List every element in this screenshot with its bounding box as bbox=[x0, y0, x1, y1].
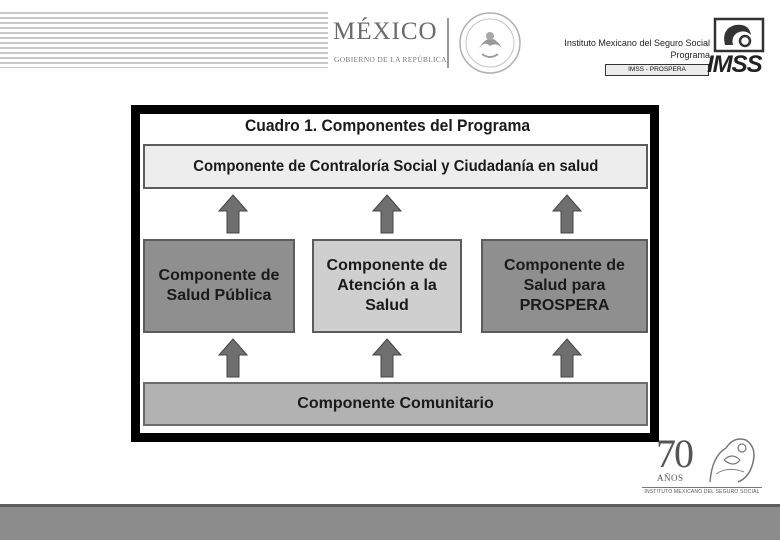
national-seal-icon bbox=[459, 12, 521, 74]
health-care-line-2: Atención a la bbox=[337, 277, 437, 294]
mexico-logo-subtitle: GOBIERNO DE LA REPÚBLICA bbox=[334, 55, 447, 64]
anniversary-number: 70 bbox=[656, 431, 694, 476]
anniversary-divider bbox=[642, 487, 762, 488]
community-component-box: Componente Comunitario bbox=[143, 382, 648, 426]
logo-divider bbox=[447, 18, 449, 68]
arrow-up-icon bbox=[372, 194, 402, 234]
figure-title: Cuadro 1. Componentes del Programa bbox=[245, 116, 531, 135]
health-care-line-1: Componente de bbox=[326, 257, 448, 274]
anniversary-years: AÑOS bbox=[657, 473, 684, 483]
public-health-component-box: Componente de Salud Pública bbox=[143, 239, 295, 333]
figure-canvas: Cuadro 1. Componentes del Programa Compo… bbox=[140, 114, 650, 433]
imss-logo: IMSS bbox=[705, 17, 769, 78]
institution-name: Instituto Mexicano del Seguro Social Pro… bbox=[564, 37, 710, 61]
imss-emblem-icon bbox=[713, 17, 765, 53]
mexico-logo-word: MÉXICO bbox=[333, 18, 438, 45]
program-badge: IMSS - PROSPERA bbox=[605, 64, 709, 76]
social-comptroller-component-box: Componente de Contraloría Social y Ciuda… bbox=[143, 144, 648, 189]
institution-line-2: Programa bbox=[670, 50, 710, 60]
program-components-figure: Cuadro 1. Componentes del Programa Compo… bbox=[131, 105, 659, 442]
prospera-health-line-1: Componente de bbox=[504, 257, 625, 274]
community-component-label: Componente Comunitario bbox=[297, 395, 494, 412]
institution-line-1: Instituto Mexicano del Seguro Social bbox=[564, 38, 710, 48]
arrow-up-icon bbox=[372, 338, 402, 378]
health-care-line-3: Salud bbox=[365, 297, 409, 314]
prospera-health-component-box: Componente de Salud para PROSPERA bbox=[481, 239, 648, 333]
footer-bar bbox=[0, 504, 780, 540]
prospera-health-line-3: PROSPERA bbox=[519, 297, 610, 314]
arrow-up-icon bbox=[552, 338, 582, 378]
prospera-health-line-2: Salud para bbox=[523, 277, 606, 294]
anniversary-figure-icon bbox=[709, 438, 755, 483]
arrow-up-icon bbox=[552, 194, 582, 234]
footer-bar-edge bbox=[0, 504, 780, 507]
header-decorative-stripes bbox=[0, 12, 328, 68]
anniversary-logo: 70 AÑOS INSTITUTO MEXICANO DEL SEGURO SO… bbox=[640, 426, 764, 498]
public-health-line-2: Salud Pública bbox=[166, 287, 272, 304]
health-care-component-box: Componente de Atención a la Salud bbox=[312, 239, 462, 333]
imss-logo-word: IMSS bbox=[707, 51, 763, 78]
arrow-up-icon bbox=[218, 338, 248, 378]
anniversary-caption: INSTITUTO MEXICANO DEL SEGURO SOCIAL bbox=[644, 489, 760, 495]
public-health-line-1: Componente de bbox=[158, 267, 280, 284]
arrow-up-icon bbox=[218, 194, 248, 234]
social-comptroller-component-label: Componente de Contraloría Social y Ciuda… bbox=[192, 157, 599, 175]
mexico-government-logo: MÉXICO GOBIERNO DE LA REPÚBLICA bbox=[333, 18, 447, 68]
